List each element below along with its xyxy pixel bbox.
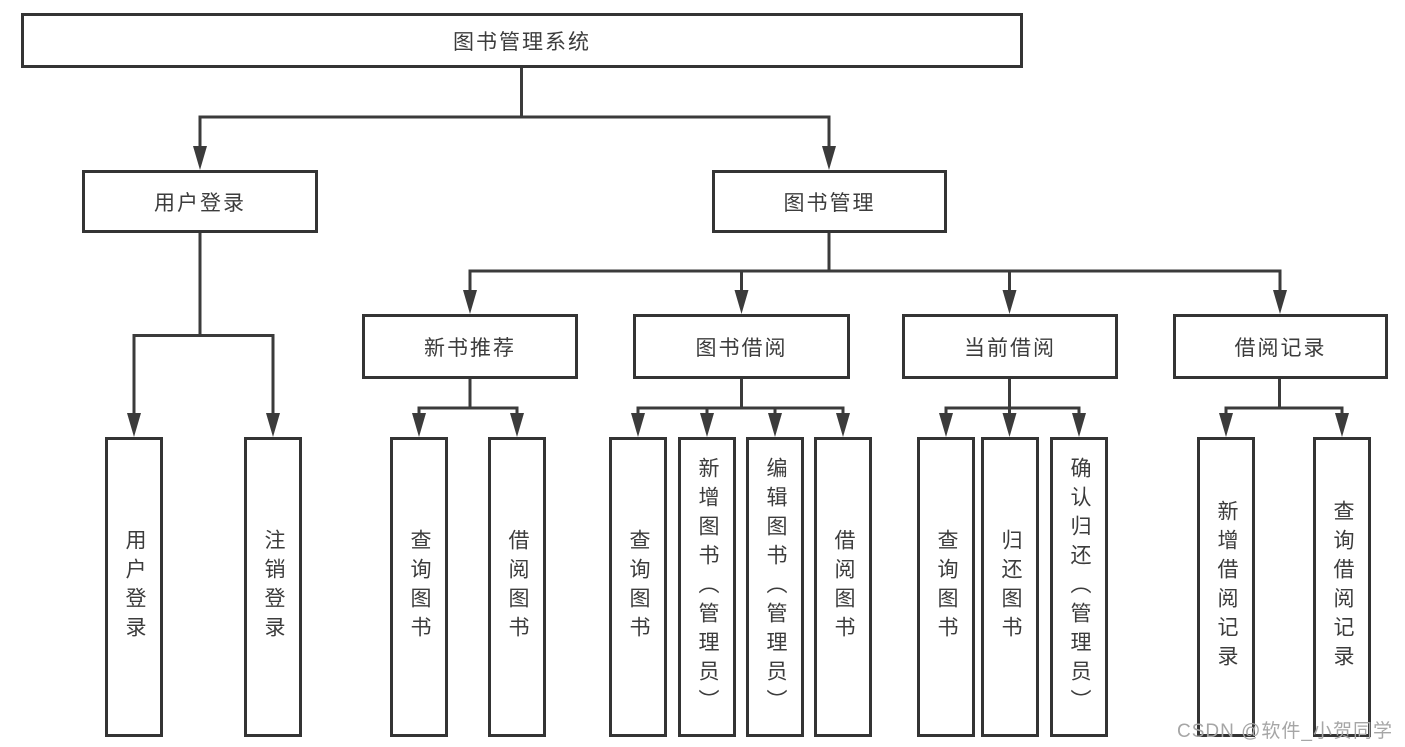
node-leaf-borrow-books-1: 借阅图书 — [488, 437, 546, 737]
node-book-management: 图书管理 — [712, 170, 947, 233]
leaf-label: 借阅图书 — [832, 529, 855, 645]
node-leaf-edit-book-admin: 编辑图书（管理员） — [746, 437, 804, 737]
leaf-label: 查询图书 — [935, 529, 958, 645]
node-root-library-system: 图书管理系统 — [21, 13, 1023, 68]
leaf-label: 查询图书 — [627, 529, 650, 645]
leaf-label: 编辑图书（管理员） — [764, 456, 787, 718]
leaf-label: 新增借阅记录 — [1215, 500, 1238, 674]
leaf-label: 查询图书 — [408, 529, 431, 645]
node-leaf-add-book-admin: 新增图书（管理员） — [678, 437, 736, 737]
leaf-label: 归还图书 — [999, 529, 1022, 645]
csdn-watermark: CSDN @软件_小贺同学 — [1177, 721, 1393, 742]
node-leaf-return-book: 归还图书 — [981, 437, 1039, 737]
leaf-label: 用户登录 — [123, 529, 146, 645]
node-leaf-query-books-2: 查询图书 — [609, 437, 667, 737]
leaf-label: 借阅图书 — [506, 529, 529, 645]
leaf-label: 新增图书（管理员） — [696, 456, 719, 718]
node-current-borrowing: 当前借阅 — [902, 314, 1118, 379]
node-leaf-query-books-3: 查询图书 — [917, 437, 975, 737]
node-leaf-user-login: 用户登录 — [105, 437, 163, 737]
leaf-label: 注销登录 — [262, 529, 285, 645]
node-borrowing-records: 借阅记录 — [1173, 314, 1388, 379]
node-leaf-query-borrow-record: 查询借阅记录 — [1313, 437, 1371, 737]
node-leaf-borrow-books-2: 借阅图书 — [814, 437, 872, 737]
node-leaf-query-books-1: 查询图书 — [390, 437, 448, 737]
leaf-label: 查询借阅记录 — [1331, 500, 1354, 674]
leaf-label: 确认归还（管理员） — [1068, 456, 1091, 718]
node-book-borrowing: 图书借阅 — [633, 314, 850, 379]
node-new-book-recommendation: 新书推荐 — [362, 314, 578, 379]
node-leaf-logout: 注销登录 — [244, 437, 302, 737]
node-leaf-add-borrow-record: 新增借阅记录 — [1197, 437, 1255, 737]
node-leaf-confirm-return-admin: 确认归还（管理员） — [1050, 437, 1108, 737]
node-user-login: 用户登录 — [82, 170, 318, 233]
